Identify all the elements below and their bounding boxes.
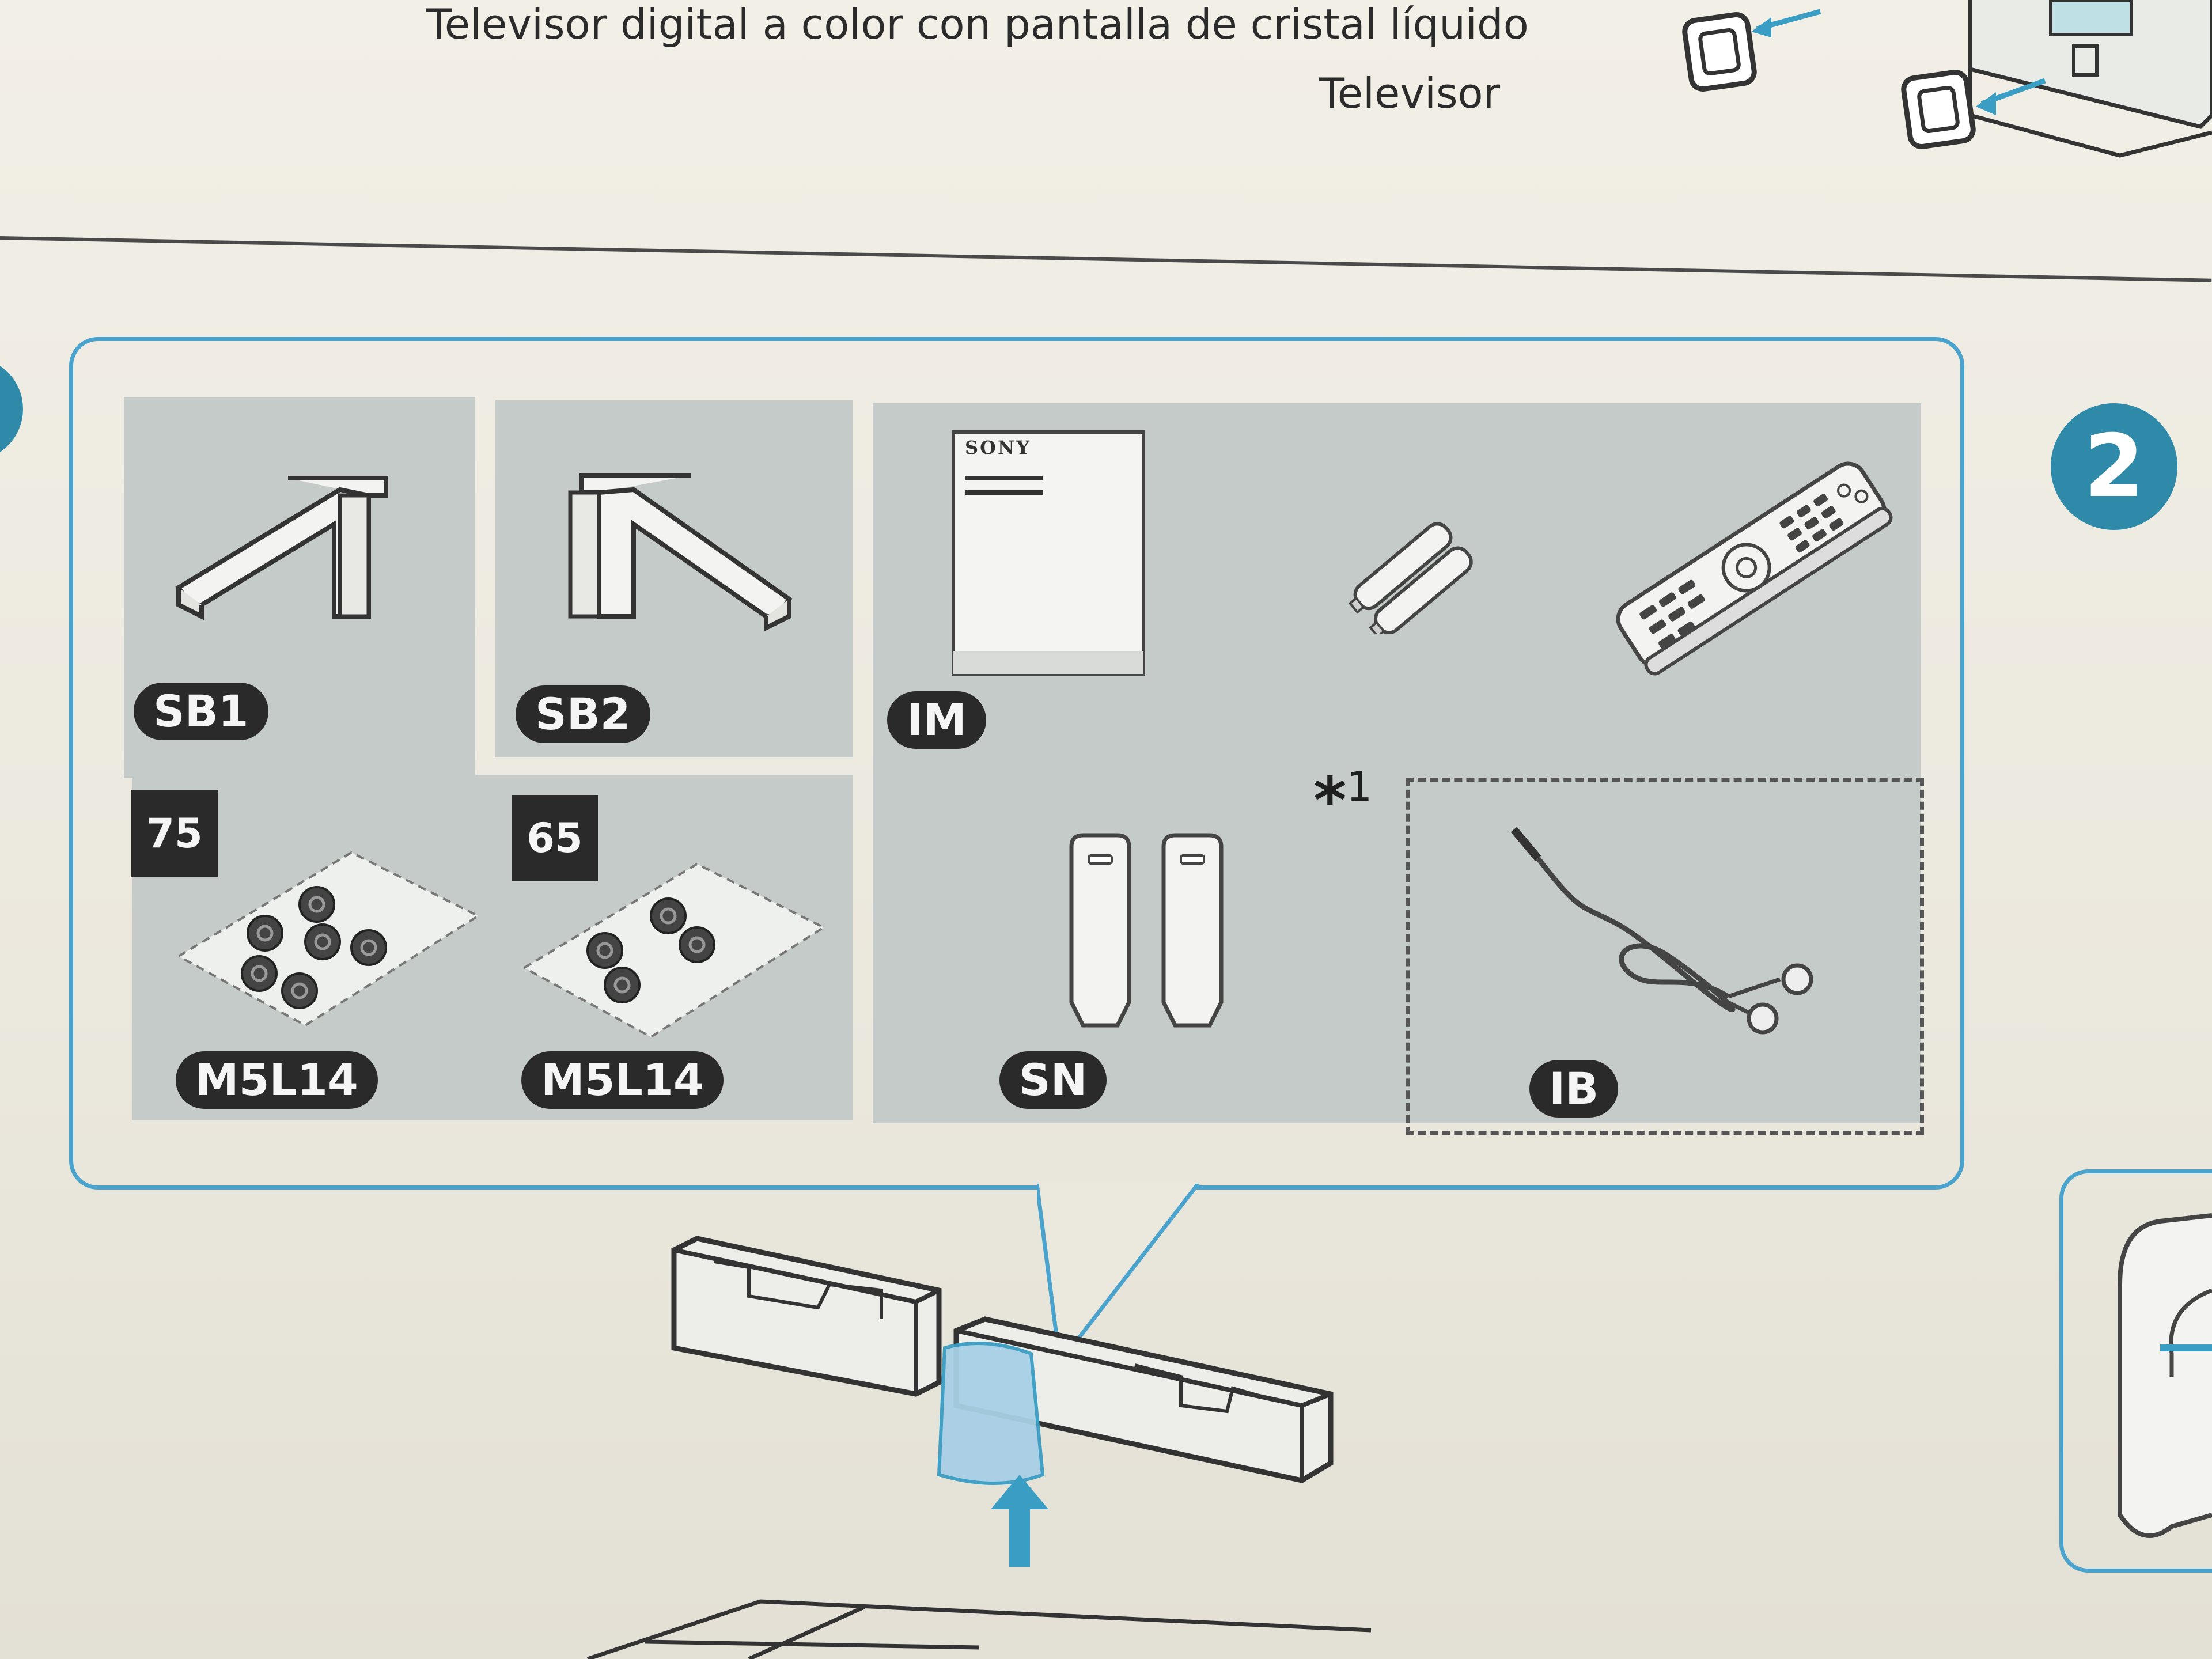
size-tag-75: 75 [131,790,218,877]
next-step-frame [2059,1169,2212,1573]
packaging-box-icon [671,1236,1334,1567]
note-number: 1 [1346,763,1373,810]
label-im: IM [887,691,986,749]
label-screws-65: M5L14 [521,1051,724,1109]
ir-blaster-cable-icon [1510,827,1813,1035]
label-sb2: SB2 [516,685,650,743]
batteries-icon [1348,522,1473,634]
stand-neck-covers-icon [1069,833,1224,1028]
screw-bag-75-icon [179,851,481,1027]
note-asterisk: * [1313,763,1347,838]
product-type: Televisor [1319,69,1501,118]
product-description: Televisor digital a color con pantalla d… [426,0,1529,48]
stand-sb1-icon [175,476,388,620]
ib-dashed-box [1406,778,1924,1135]
tv-back-illustration-icon [1682,0,2212,158]
parts-list-frame [69,337,1964,1190]
label-ib: IB [1529,1060,1619,1118]
stand-sb2-icon [568,473,793,632]
remote-control-icon [1616,461,1893,676]
label-screws-75: M5L14 [176,1051,378,1109]
label-sn: SN [999,1051,1107,1109]
size-tag-65: 65 [512,795,598,881]
label-sb1: SB1 [134,683,268,740]
floor-grid-icon [586,1599,1372,1659]
step-number-circle: 2 [2051,403,2177,530]
instruction-manual-icon [952,430,1145,676]
manual-brand: SONY [965,437,1032,459]
note-marker: *1 [1313,763,1372,838]
hand-illustration-icon [2118,1213,2212,1538]
screw-bag-65-icon [524,862,827,1039]
